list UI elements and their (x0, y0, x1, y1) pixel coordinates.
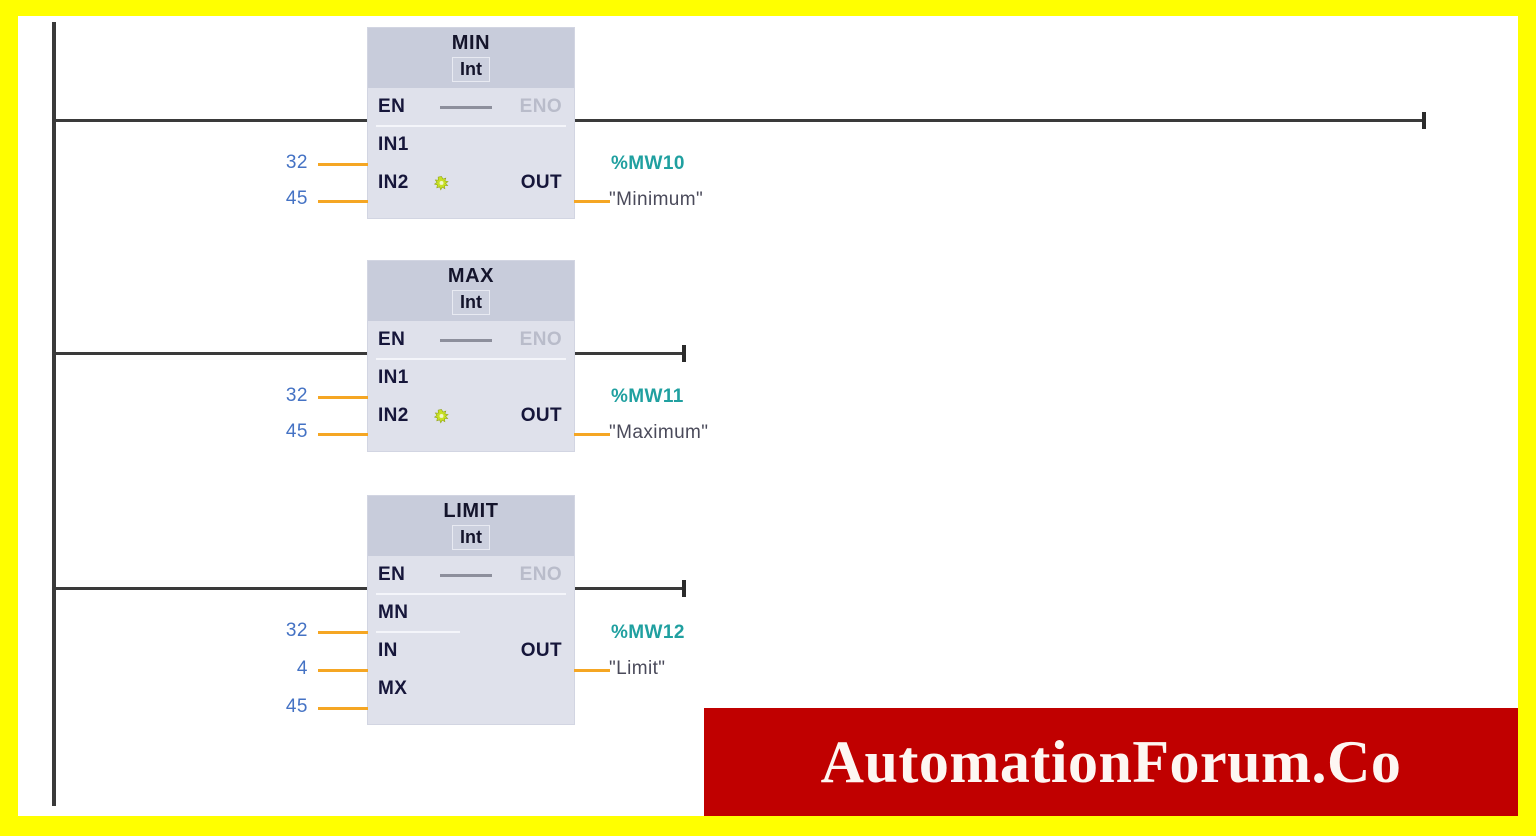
pin-in2-min[interactable]: IN2 (378, 172, 409, 193)
pin-eno-min[interactable]: ENO (519, 96, 562, 117)
pin-row-in1-max: IN1 (368, 359, 574, 397)
add-parameter-icon[interactable] (434, 176, 449, 191)
output-symbol-min[interactable]: "Minimum" (609, 189, 704, 210)
rung-terminator-limit (682, 580, 686, 597)
wire-in2-max (318, 433, 368, 436)
pin-in1-max[interactable]: IN1 (378, 367, 409, 388)
block-header-limit: LIMIT Int (368, 496, 574, 556)
pin-eno-max[interactable]: ENO (519, 329, 562, 350)
pin-out-max[interactable]: OUT (520, 405, 562, 426)
pin-row-en-limit: EN ENO (368, 556, 574, 594)
operand-in2-min[interactable]: 45 (285, 188, 308, 209)
operand-mx-limit[interactable]: 45 (285, 696, 308, 717)
pin-row-en-min: EN ENO (368, 88, 574, 126)
block-body-min: EN ENO IN1 IN2 OUT (368, 88, 574, 218)
block-datatype-max[interactable]: Int (452, 290, 490, 315)
pin-out-min[interactable]: OUT (520, 172, 562, 193)
block-datatype-min[interactable]: Int (452, 57, 490, 82)
wire-out-max (574, 433, 610, 436)
add-parameter-icon[interactable] (434, 409, 449, 424)
block-header-max: MAX Int (368, 261, 574, 321)
pin-in1-min[interactable]: IN1 (378, 134, 409, 155)
block-title-min: MIN (451, 32, 491, 54)
output-symbol-limit[interactable]: "Limit" (609, 658, 666, 679)
pin-en-max[interactable]: EN (378, 329, 406, 350)
operand-in-limit[interactable]: 4 (296, 658, 308, 679)
en-eno-divider-icon (440, 106, 492, 109)
ladder-editor-canvas[interactable]: MIN Int EN ENO IN1 IN2 (18, 16, 1518, 816)
rung-line-min (54, 119, 1426, 122)
pin-en-min[interactable]: EN (378, 96, 406, 117)
en-eno-divider-icon (440, 574, 492, 577)
operand-in1-max[interactable]: 32 (285, 385, 308, 406)
block-title-limit: LIMIT (443, 500, 499, 522)
wire-in-limit (318, 669, 368, 672)
rung-terminator-max (682, 345, 686, 362)
wire-out-limit (574, 669, 610, 672)
wire-in1-min (318, 163, 368, 166)
operand-in1-min[interactable]: 32 (285, 152, 308, 173)
output-symbol-max[interactable]: "Maximum" (609, 422, 709, 443)
block-title-max: MAX (447, 265, 495, 287)
pin-mx-limit[interactable]: MX (378, 678, 408, 699)
watermark-text: AutomationForum.Co (820, 728, 1402, 795)
function-block-min[interactable]: MIN Int EN ENO IN1 IN2 (368, 28, 574, 218)
pin-separator (376, 631, 460, 633)
pin-separator (376, 358, 566, 360)
pin-in-limit[interactable]: IN (378, 640, 398, 661)
block-body-limit: EN ENO MN IN OUT MX (368, 556, 574, 724)
pin-row-mx-limit: MX (368, 670, 574, 708)
output-address-max[interactable]: %MW11 (611, 386, 684, 407)
wire-mn-limit (318, 631, 368, 634)
pin-row-in1-min: IN1 (368, 126, 574, 164)
watermark-banner: AutomationForum.Co (704, 708, 1518, 816)
power-rail (52, 22, 56, 806)
wire-in2-min (318, 200, 368, 203)
pin-separator (376, 593, 566, 595)
block-header-min: MIN Int (368, 28, 574, 88)
pin-in2-max[interactable]: IN2 (378, 405, 409, 426)
wire-in1-max (318, 396, 368, 399)
function-block-max[interactable]: MAX Int EN ENO IN1 IN2 (368, 261, 574, 451)
en-eno-divider-icon (440, 339, 492, 342)
output-address-limit[interactable]: %MW12 (611, 622, 685, 643)
wire-mx-limit (318, 707, 368, 710)
pin-row-en-max: EN ENO (368, 321, 574, 359)
operand-mn-limit[interactable]: 32 (285, 620, 308, 641)
pin-out-limit[interactable]: OUT (520, 640, 562, 661)
pin-row-mn-limit: MN (368, 594, 574, 632)
output-address-min[interactable]: %MW10 (611, 153, 685, 174)
pin-en-limit[interactable]: EN (378, 564, 406, 585)
block-body-max: EN ENO IN1 IN2 OUT (368, 321, 574, 451)
operand-in2-max[interactable]: 45 (285, 421, 308, 442)
block-datatype-limit[interactable]: Int (452, 525, 490, 550)
pin-row-in-limit: IN OUT (368, 632, 574, 670)
wire-out-min (574, 200, 610, 203)
pin-mn-limit[interactable]: MN (378, 602, 409, 623)
pin-row-in2-max: IN2 OUT (368, 397, 574, 435)
function-block-limit[interactable]: LIMIT Int EN ENO MN IN OUT (368, 496, 574, 724)
rung-terminator-min (1422, 112, 1426, 129)
pin-eno-limit[interactable]: ENO (519, 564, 562, 585)
pin-separator (376, 125, 566, 127)
pin-row-in2-min: IN2 OUT (368, 164, 574, 202)
